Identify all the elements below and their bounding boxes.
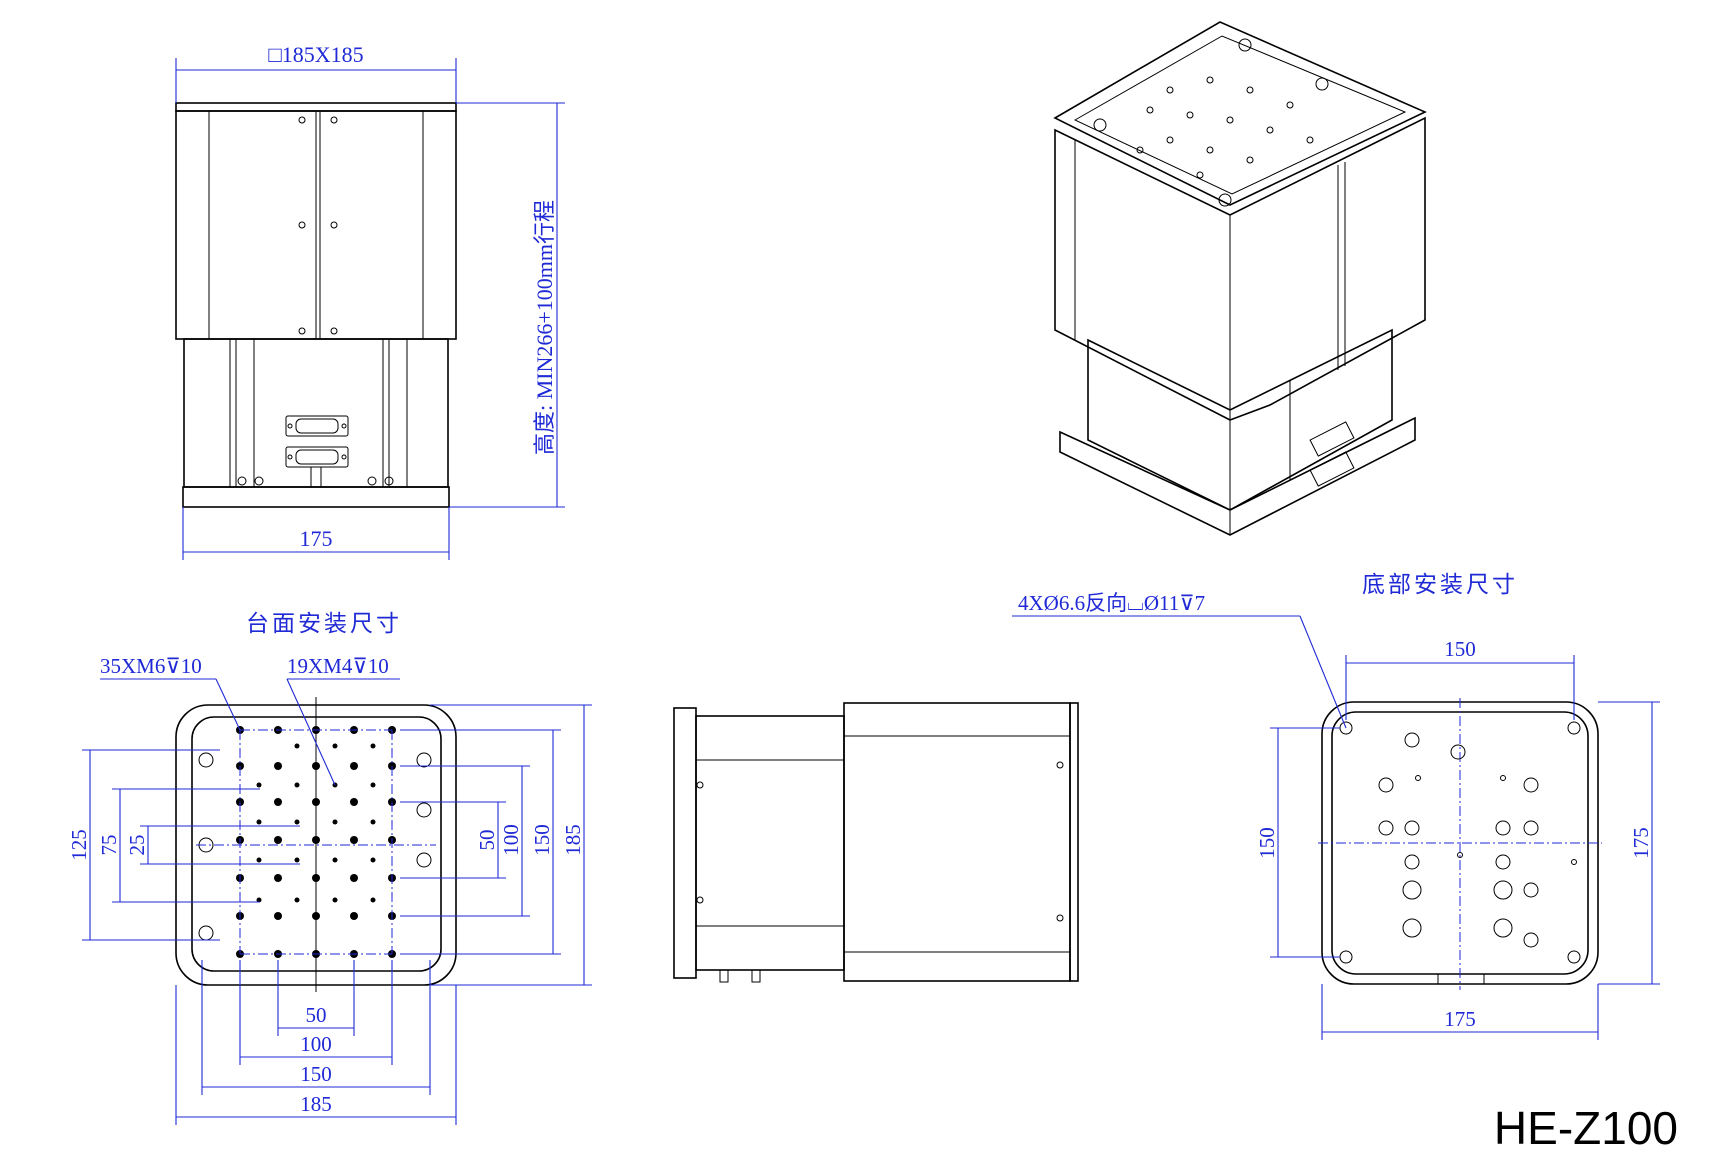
front-top-dim-label: □185X185 xyxy=(268,42,363,67)
bottom-dim-185: 185 xyxy=(300,1092,332,1116)
right-dim-100: 100 xyxy=(499,824,523,856)
front-screws xyxy=(298,116,338,335)
bottom-mounting-view: 底部安装尺寸 4XØ6.6反向⌴Ø11⊽7 150 150 175 175 xyxy=(1012,572,1660,1040)
left-dim-75: 75 xyxy=(97,835,121,856)
bottom-hole-callout: 4XØ6.6反向⌴Ø11⊽7 xyxy=(1018,591,1205,615)
front-height-label: 高度: MIN266+100mm行程 xyxy=(532,200,557,455)
front-bottom-dim-label: 175 xyxy=(300,526,333,551)
bottom-dim-100: 100 xyxy=(300,1032,332,1056)
db-connector xyxy=(285,415,349,488)
bottom-dim-50: 50 xyxy=(306,1003,327,1027)
m4-callout: 19XM4⊽10 xyxy=(287,654,389,678)
bottom-right-dim: 175 xyxy=(1629,827,1653,859)
isometric-view xyxy=(1053,21,1427,536)
top-mounting-view: 台面安装尺寸 35XM6⊽10 19XM4⊽10 125 75 25 50 10… xyxy=(67,611,592,1125)
top-bottom-dims xyxy=(175,960,457,1125)
top-hole-grid xyxy=(198,726,432,958)
model-number: HE-Z100 xyxy=(1494,1102,1678,1154)
top-right-dims xyxy=(400,704,592,986)
front-view: □185X185 175 高度: MIN266+100mm行程 xyxy=(175,42,565,560)
right-dim-50: 50 xyxy=(475,830,499,851)
top-left-dims xyxy=(82,749,300,941)
left-dim-125: 125 xyxy=(67,829,91,861)
right-dim-150: 150 xyxy=(530,824,554,856)
right-dim-185: 185 xyxy=(561,824,585,856)
m6-callout: 35XM6⊽10 xyxy=(100,654,202,678)
iso-top-holes xyxy=(1093,38,1329,207)
bottom-view-title: 底部安装尺寸 xyxy=(1362,572,1518,597)
side-view xyxy=(673,702,1079,983)
bottom-bottom-dim: 175 xyxy=(1444,1007,1476,1031)
bottom-top-dim: 150 xyxy=(1444,637,1476,661)
bottom-dim-150: 150 xyxy=(300,1062,332,1086)
bottom-left-dim: 150 xyxy=(1255,827,1279,859)
front-dims xyxy=(175,58,565,560)
left-dim-25: 25 xyxy=(125,835,149,856)
bottom-holes xyxy=(1339,721,1581,964)
top-view-title: 台面安装尺寸 xyxy=(246,611,402,636)
